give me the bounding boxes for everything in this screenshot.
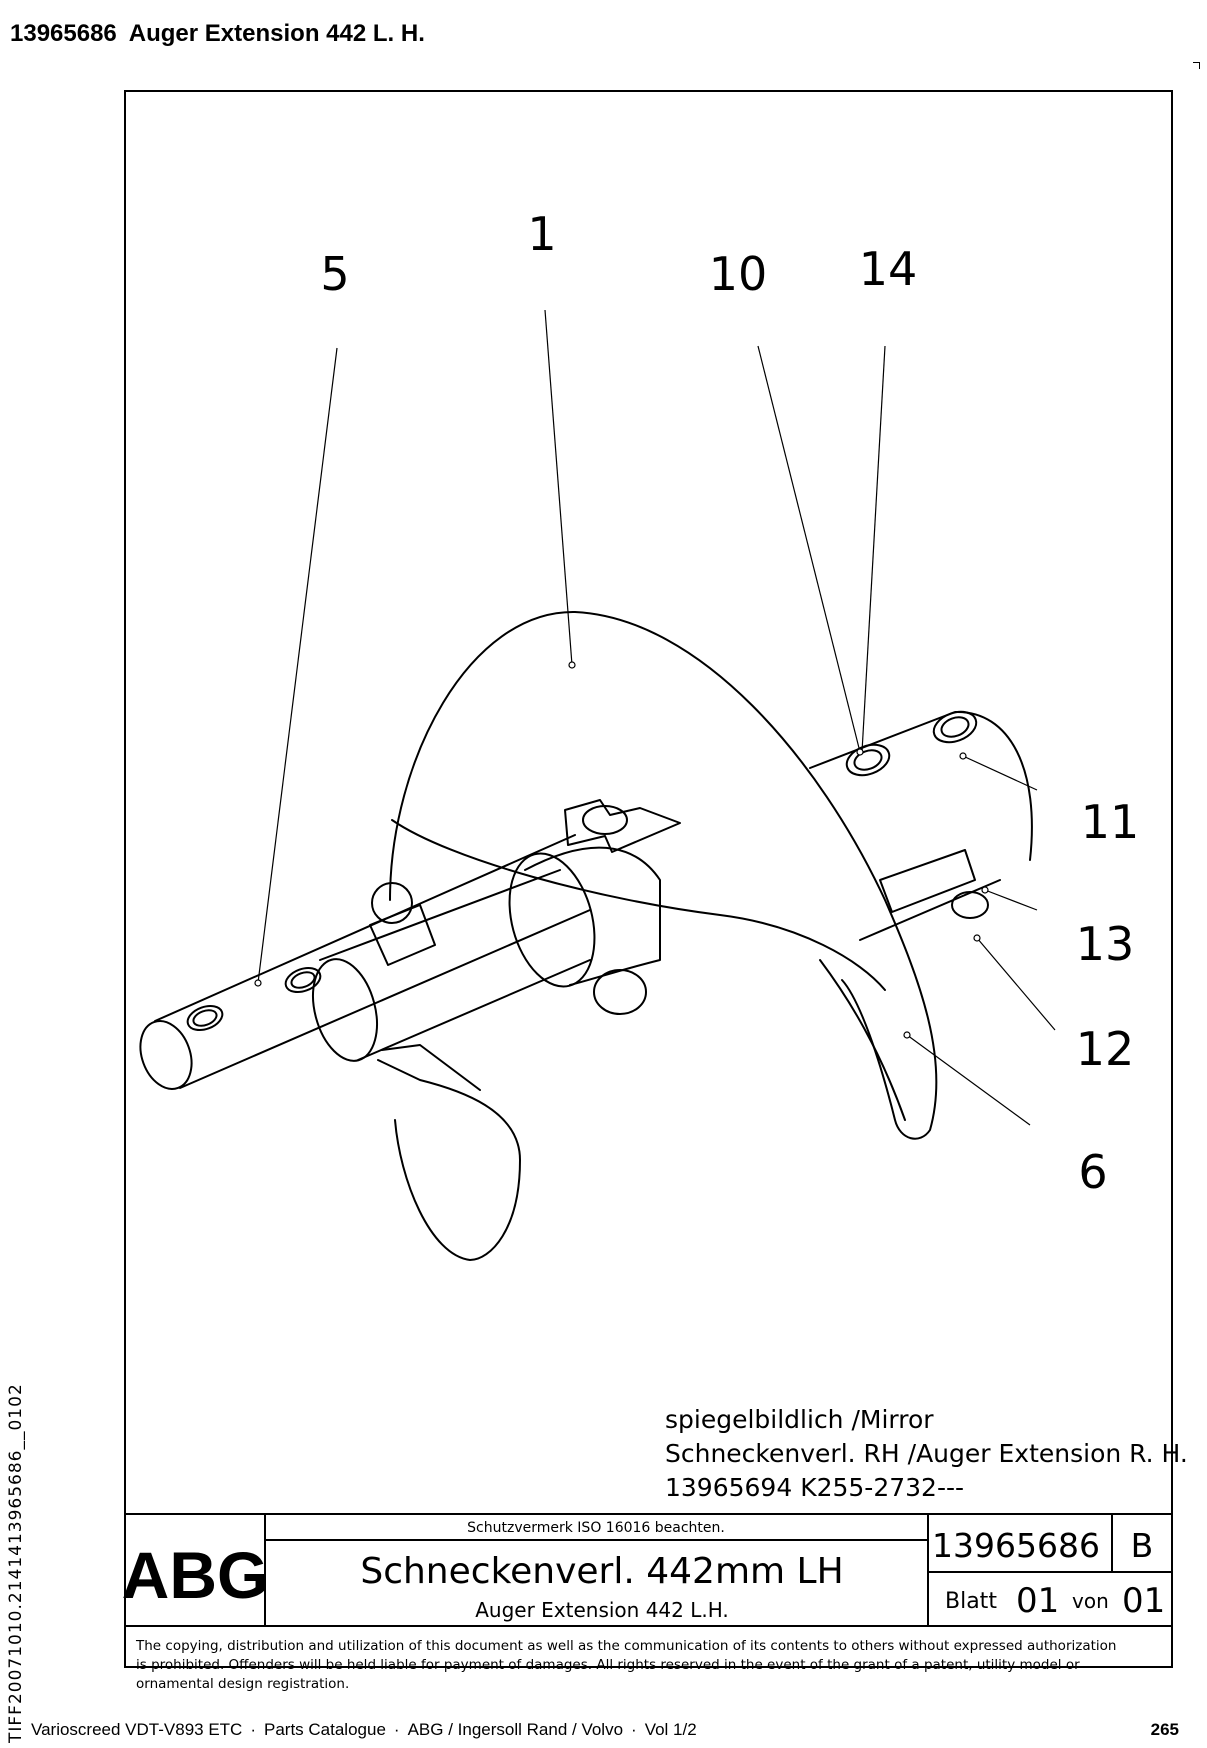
mirror-note-line2: Schneckenverl. RH /Auger Extension R. H. xyxy=(665,1439,1188,1468)
callout-6: 6 xyxy=(1078,1145,1107,1199)
callout-1: 1 xyxy=(527,207,556,261)
sheet-number: 01 xyxy=(1016,1581,1059,1621)
title-block xyxy=(124,1513,1172,1627)
callout-13: 13 xyxy=(1076,917,1135,971)
side-file-code: TIFF20071010.2141413965686__0102 xyxy=(6,1383,26,1743)
copyright-line3: ornamental design registration. xyxy=(136,1676,349,1692)
page-title: 13965686 Auger Extension 442 L. H. xyxy=(10,20,437,48)
page-number: 265 xyxy=(1150,1720,1179,1739)
callout-labels: 5 1 10 14 11 13 12 6 xyxy=(320,207,1139,1199)
callout-11: 11 xyxy=(1081,795,1140,849)
footer-separator: · xyxy=(631,1720,637,1739)
copyright-line1: The copying, distribution and utilizatio… xyxy=(135,1638,1116,1654)
part-title: Auger Extension 442 L. H. xyxy=(128,20,425,47)
leader-lines xyxy=(257,309,1056,1126)
footer: Varioscreed VDT-V893 ETC · Parts Catalogue… xyxy=(31,1720,697,1740)
footer-separator: · xyxy=(250,1720,256,1739)
copyright-line2: is prohibited. Offenders will be held li… xyxy=(136,1657,1080,1673)
part-number: 13965686 xyxy=(10,20,117,47)
sheet-label: Blatt xyxy=(945,1589,997,1614)
corner-crop-mark xyxy=(1193,62,1200,69)
sheet-total: 01 xyxy=(1122,1581,1165,1621)
part-name-en: Auger Extension 442 L.H. xyxy=(475,1598,729,1622)
footer-volume: Vol 1/2 xyxy=(644,1720,697,1739)
of-label: von xyxy=(1072,1589,1109,1613)
mirror-note-line1: spiegelbildlich /Mirror xyxy=(665,1405,934,1434)
protection-note: Schutzvermerk ISO 16016 beachten. xyxy=(467,1520,725,1536)
drawing-number: 13965686 xyxy=(932,1526,1100,1565)
copyright-notice: The copying, distribution and utilizatio… xyxy=(135,1638,1116,1692)
auger-illustration xyxy=(139,610,1033,1261)
footer-catalogue: Parts Catalogue xyxy=(264,1720,386,1739)
callout-14: 14 xyxy=(859,242,918,296)
part-name-de: Schneckenverl. 442mm LH xyxy=(360,1551,843,1592)
leader-dots xyxy=(254,661,989,1039)
callout-12: 12 xyxy=(1076,1022,1135,1076)
footer-series: Varioscreed VDT-V893 ETC xyxy=(31,1720,243,1739)
footer-separator: · xyxy=(393,1720,400,1739)
drawing-frame xyxy=(124,90,1173,1668)
mirror-note: spiegelbildlich /Mirror Schneckenverl. R… xyxy=(665,1405,1188,1502)
mirror-note-line3: 13965694 K255-2732--- xyxy=(665,1473,964,1502)
footer-brand: ABG / Ingersoll Rand / Volvo xyxy=(407,1720,624,1739)
abg-logo: ABG xyxy=(122,1538,269,1612)
callout-10: 10 xyxy=(709,247,768,301)
revision-letter: B xyxy=(1131,1526,1154,1565)
callout-5: 5 xyxy=(320,247,349,301)
